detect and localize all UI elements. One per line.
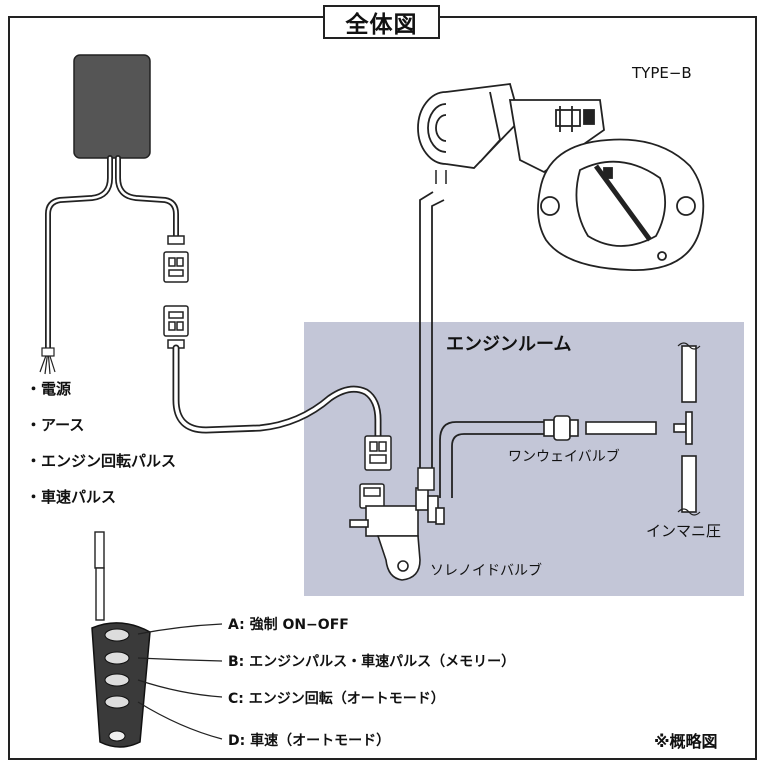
wire-engine-pulse: ・エンジン回転パルス: [26, 452, 177, 470]
hose-to-manifold: [585, 421, 657, 435]
remote-button-a: [104, 628, 130, 642]
wire-harness-inner: [46, 156, 178, 352]
remote-label-c: C: エンジン回転（オートモード）: [228, 691, 445, 707]
remote-led: [108, 730, 126, 742]
solenoid-valve-label: ソレノイドバルブ: [430, 563, 542, 579]
wire-ends: [39, 347, 56, 375]
one-way-valve: [543, 415, 579, 441]
intake-pressure-label: インマニ圧: [646, 522, 722, 540]
remote-button-d: [104, 695, 130, 709]
intake-manifold-pipe: [673, 345, 697, 513]
upper-connector: [163, 235, 189, 349]
harness-wire-list: ・電源 ・アース ・エンジン回転パルス ・車速パルス: [26, 378, 176, 522]
remote-button-b: [104, 651, 130, 665]
solenoid-connector: [359, 435, 392, 509]
exhaust-valve-type-b: [417, 83, 705, 271]
wire-speed-pulse: ・車速パルス: [26, 488, 117, 506]
solenoid-valve: [349, 487, 445, 581]
type-label: TYPE−B: [632, 64, 692, 82]
wire-ground: ・アース: [26, 416, 85, 434]
wire-power: ・電源: [26, 380, 72, 398]
vacuum-hose-one-way: [439, 421, 544, 498]
one-way-valve-label: ワンウェイバルブ: [508, 449, 620, 465]
remote-button-c: [104, 673, 130, 687]
remote-leader-lines: [137, 623, 223, 740]
remote-label-b: B: エンジンパルス・車速パルス（メモリー）: [228, 654, 516, 670]
diagram-title: 全体図: [323, 5, 440, 39]
controller-unit: [73, 54, 151, 159]
actuator-nipple: [435, 170, 447, 184]
vacuum-hose-actuator: [419, 191, 445, 488]
remote-label-d: D: 車速（オートモード）: [228, 733, 391, 749]
pipe-break-marks: [677, 342, 701, 516]
wire-harness: [45, 155, 179, 353]
schematic-note: ※概略図: [654, 732, 718, 751]
remote-control: [91, 622, 151, 748]
engine-room-label: エンジンルーム: [446, 334, 572, 355]
remote-label-a: A: 強制 ON−OFF: [228, 617, 349, 633]
remote-antenna: [94, 531, 105, 621]
cable-to-solenoid: [172, 344, 382, 440]
